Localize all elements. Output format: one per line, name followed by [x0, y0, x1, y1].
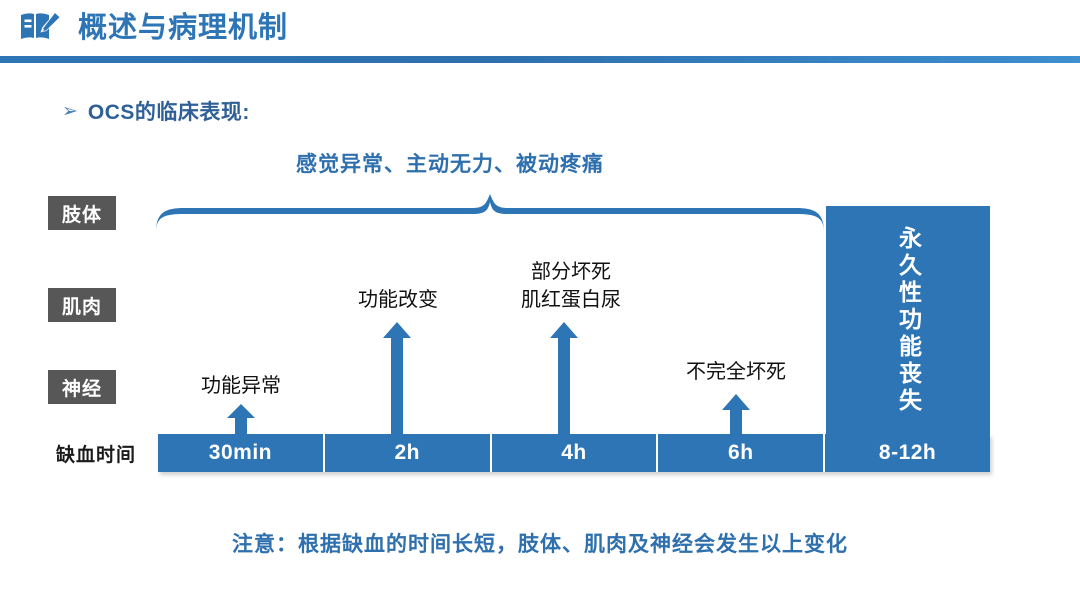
brace-caption-label: 感觉异常、主动无力、被动疼痛	[296, 153, 604, 176]
timeline-segment-30min[interactable]: 30min	[158, 434, 325, 472]
bullet-heading-label: OCS的临床表现:	[87, 101, 250, 124]
timeline-segment-8-12h[interactable]: 8-12h	[825, 434, 990, 472]
stage-arrow-3	[549, 322, 579, 441]
ischemia-timeline: 30min 2h 4h 6h 8-12h	[158, 434, 990, 472]
stage-caption-3-line1: 部分坏死	[531, 261, 611, 283]
row-label-muscle: 肌肉	[48, 288, 116, 322]
arrow-bullet-icon: ➢	[62, 100, 78, 122]
brace-caption: 感觉异常、主动无力、被动疼痛	[0, 148, 1080, 178]
slide-header: 概述与病理机制	[0, 0, 1080, 63]
stage-caption-1-line1: 功能异常	[201, 375, 281, 397]
stage-caption-4: 不完全坏死	[666, 358, 806, 386]
bullet-heading: ➢ OCS的临床表现:	[62, 96, 250, 126]
row-label-limb: 肢体	[48, 196, 116, 230]
timeline-segment-2h[interactable]: 2h	[324, 434, 492, 472]
header-divider	[0, 56, 1080, 63]
stage-caption-3: 部分坏死 肌红蛋白尿	[496, 258, 646, 314]
page-title: 概述与病理机制	[78, 12, 289, 44]
curly-brace-icon	[152, 190, 828, 234]
footer-note: 注意：根据缺血的时间长短，肢体、肌肉及神经会发生以上变化	[232, 533, 848, 556]
timeline-segment-6h[interactable]: 6h	[658, 434, 826, 472]
stage-arrow-4	[721, 394, 751, 441]
permanent-loss-label: 永久性功能丧失	[895, 225, 922, 415]
stage-arrow-1	[226, 404, 256, 441]
book-pencil-icon	[18, 10, 66, 46]
stage-caption-1: 功能异常	[176, 372, 306, 400]
timeline-segment-4h[interactable]: 4h	[491, 434, 659, 472]
stage-arrow-2	[382, 322, 412, 441]
stage-caption-2: 功能改变	[330, 286, 466, 314]
stage-caption-3-line2: 肌红蛋白尿	[521, 289, 621, 311]
stage-caption-4-line1: 不完全坏死	[686, 361, 786, 383]
permanent-loss-box: 永久性功能丧失	[826, 206, 990, 434]
stage-caption-2-line1: 功能改变	[358, 289, 438, 311]
row-label-ischemia-time: 缺血时间	[55, 444, 136, 466]
row-label-nerve: 神经	[48, 370, 116, 404]
